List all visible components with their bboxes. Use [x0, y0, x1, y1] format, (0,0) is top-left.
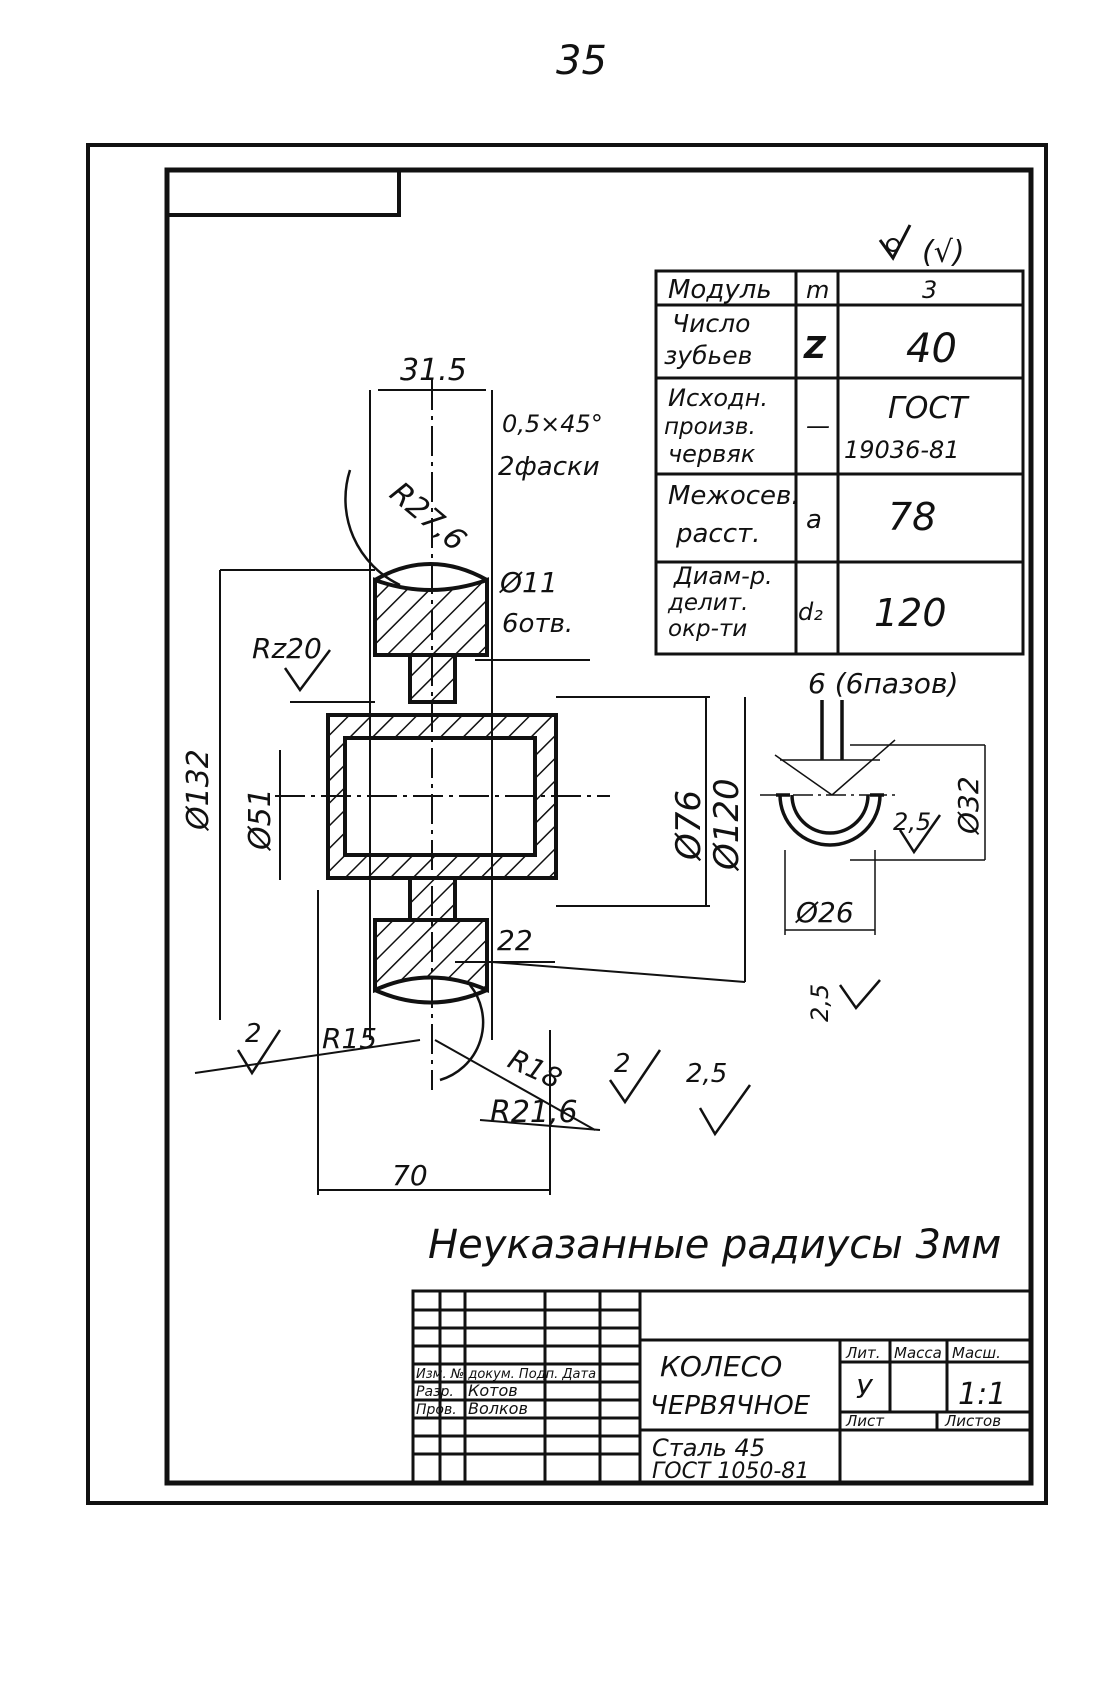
- table-param-symbol: Z: [803, 331, 827, 366]
- dim-dia-pitch: Ø120: [707, 778, 747, 872]
- dim-chamfer: 0,5×45°: [502, 410, 603, 438]
- title-row-label: Изм. № докум. Подп. Дата: [416, 1367, 596, 1382]
- roughness-general: (√): [922, 235, 965, 270]
- dim-dia-bore: Ø51: [243, 788, 278, 852]
- dim-roughness: 2: [614, 1049, 631, 1079]
- table-param-name: Число: [672, 309, 750, 338]
- table-param-name: расст.: [675, 519, 760, 549]
- title-scale-value: 1:1: [958, 1377, 1006, 1412]
- dim-width-top: 31.5: [400, 353, 467, 388]
- dim-roughness: 2,5: [893, 808, 931, 836]
- dim-hole-count: 6отв.: [502, 609, 573, 639]
- title-block: [411, 1289, 1033, 1485]
- table-param-symbol: d₂: [798, 598, 823, 626]
- roughness-icon: [236, 649, 942, 1137]
- dim-roughness: 2,5: [686, 1059, 727, 1089]
- slot-section-view: [774, 700, 986, 935]
- note-radii: Неуказанные радиусы 3мм: [428, 1222, 1001, 1268]
- table-param-name: червяк: [668, 440, 756, 468]
- part-name: ЧЕРВЯЧНОЕ: [650, 1391, 811, 1421]
- table-param-value: 40: [906, 326, 957, 372]
- table-param-value: 19036-81: [844, 436, 960, 464]
- table-param-symbol: a: [806, 505, 822, 535]
- worm-wheel-section: [326, 390, 558, 1040]
- dim-dia-hub: Ø76: [669, 790, 709, 862]
- title-lit-value: У: [856, 1375, 874, 1405]
- dim-hole: Ø11: [499, 566, 558, 599]
- table-param-name: делит.: [667, 590, 748, 616]
- stamp-box: [165, 168, 401, 217]
- dim-roughness-rz: Rz20: [252, 632, 322, 665]
- title-sheets: Листов: [944, 1412, 1001, 1430]
- table-param-value: 120: [874, 591, 947, 635]
- table-param-name: окр-ти: [668, 616, 747, 642]
- material: ГОСТ 1050-81: [652, 1459, 809, 1484]
- dim-radius-outer: R27,6: [383, 475, 473, 558]
- radius-arc: [344, 469, 401, 587]
- dim-roughness: 2,5: [806, 984, 834, 1022]
- table-param-value: ГОСТ: [888, 391, 970, 426]
- dim-hub-width: 22: [497, 924, 533, 957]
- dim-roughness: 2: [245, 1019, 262, 1049]
- table-param-name: Диам-р.: [673, 562, 773, 590]
- dim-radius-216: R21,6: [490, 1095, 578, 1130]
- dim-section-dia-outer: Ø32: [952, 776, 985, 835]
- radius-arc: [439, 984, 485, 1082]
- dim-width-total: 70: [392, 1159, 428, 1192]
- title-header-mass: Масса: [894, 1344, 942, 1362]
- table-param-name: Исходн.: [668, 384, 768, 412]
- table-param-name: зубьев: [664, 341, 752, 370]
- material: Сталь 45: [652, 1434, 765, 1462]
- table-param-value: 78: [888, 495, 936, 539]
- table-param-value: 3: [922, 276, 937, 304]
- title-row-label: Пров.: [416, 1402, 457, 1418]
- title-name: Котов: [468, 1381, 518, 1400]
- title-row-label: Разр.: [416, 1384, 454, 1400]
- dimension-lines: [194, 389, 746, 1195]
- outer-frame: [86, 143, 1048, 1505]
- part-name: КОЛЕСО: [660, 1350, 782, 1383]
- dim-section-dia-inner: Ø26: [795, 896, 854, 929]
- dim-radius-15: R15: [322, 1022, 377, 1055]
- table-param-name: Межосев.: [668, 481, 800, 511]
- dim-radius-18: R18: [503, 1042, 567, 1095]
- title-header-scale: Масш.: [952, 1344, 1001, 1362]
- table-param-symbol: —: [806, 412, 830, 440]
- page-number: 35: [556, 38, 607, 84]
- table-param-name: Модуль: [668, 275, 772, 305]
- title-sheet: Лист: [845, 1412, 885, 1430]
- roughness-icon: [878, 224, 912, 261]
- dim-chamfer-count: 2фаски: [498, 452, 600, 482]
- title-header-lit: Лит.: [845, 1344, 881, 1362]
- title-name: Волков: [468, 1399, 528, 1418]
- table-param-symbol: m: [806, 276, 829, 304]
- params-table: [654, 269, 1025, 656]
- dim-slots: 6 (6пазов): [808, 667, 958, 700]
- dim-dia-outer: Ø132: [181, 749, 216, 832]
- table-param-name: произв.: [664, 414, 756, 440]
